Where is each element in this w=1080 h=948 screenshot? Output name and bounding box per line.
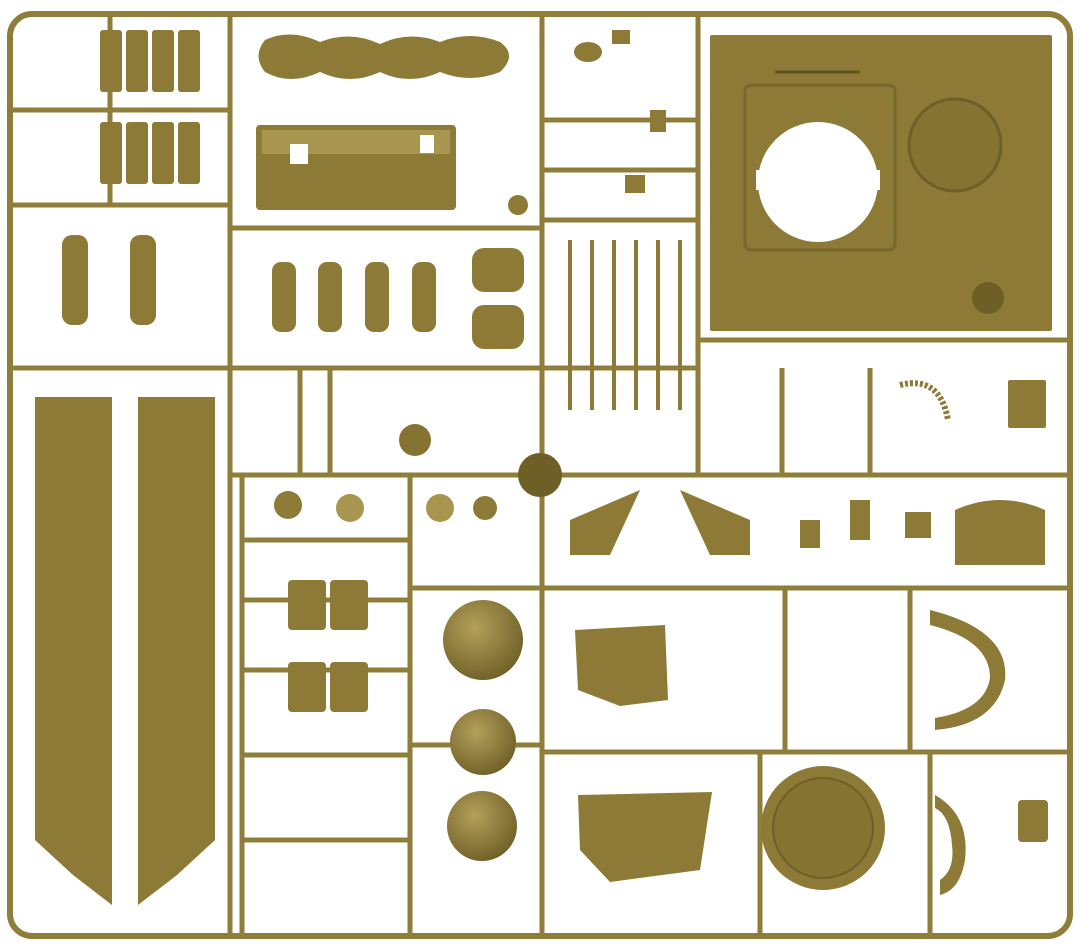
jerrycan-row-bottom [100, 122, 200, 184]
seat-frame [955, 500, 1045, 565]
rolled-tarp [258, 34, 509, 79]
gun-shield [575, 625, 668, 706]
small-parts-tree-b [274, 424, 562, 522]
fender-plate-left [35, 397, 112, 905]
jerrycan-row-top [100, 30, 200, 92]
hull-deck-plate [710, 35, 1052, 331]
stowage-rolls-middle [272, 262, 436, 332]
crescent-armor [930, 610, 1006, 730]
coil-spring [899, 380, 951, 421]
rod-parts-cluster [568, 240, 682, 410]
jerrycans-middle [288, 580, 368, 712]
turret-ring-opening [758, 122, 878, 242]
hatch-cover [907, 97, 1003, 193]
brackets-mid [570, 490, 931, 555]
turret-bustle [578, 792, 712, 882]
misc-bracket-right [1008, 380, 1048, 842]
crescent-armor-small [935, 795, 966, 895]
fender-plate-right [138, 397, 215, 905]
stowage-box [256, 125, 456, 210]
turret-ring [761, 766, 885, 890]
sprue-outer-frame [7, 11, 1073, 939]
backpacks [472, 248, 524, 349]
stowage-bags-left [62, 235, 156, 325]
dome-parts [443, 600, 523, 861]
small-parts-tree-a [508, 30, 666, 215]
